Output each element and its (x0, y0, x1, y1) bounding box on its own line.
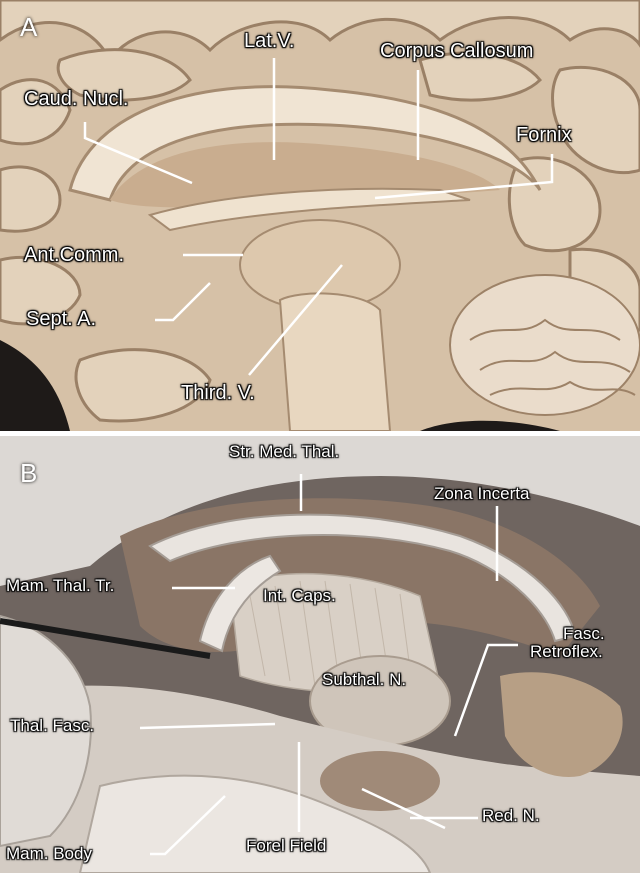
label-red-n: Red. N. (482, 806, 540, 825)
label-mam-body: Mam. Body (6, 844, 92, 863)
label-lat-v: Lat.V. (244, 30, 295, 52)
label-corpus-callosum: Corpus Callosum (380, 40, 534, 62)
panel-b-dissection-photo: B Str. Med. Thal. Zona Incerta Mam. Thal… (0, 436, 640, 873)
label-ant-comm: Ant.Comm. (24, 244, 125, 266)
label-fasc-retroflex-line1: Fasc. (563, 624, 605, 643)
label-int-caps: Int. Caps. (263, 586, 336, 605)
panel-b-letter: B (20, 458, 38, 488)
label-mam-thal-tr: Mam. Thal. Tr. (6, 576, 115, 595)
label-sept-a: Sept. A. (26, 308, 97, 330)
label-third-v: Third. V. (181, 382, 255, 404)
label-str-med-thal: Str. Med. Thal. (229, 442, 340, 461)
label-caud-nucl: Caud. Nucl. (24, 88, 129, 110)
label-zona-incerta: Zona Incerta (434, 484, 530, 503)
panel-a-letter: A (20, 12, 38, 42)
panel-a-illustration (0, 0, 640, 431)
label-fasc-retroflex-line2: Retroflex. (530, 642, 603, 661)
label-fornix: Fornix (516, 124, 572, 146)
label-thal-fasc: Thal. Fasc. (10, 716, 95, 735)
label-subthal-n: Subthal. N. (322, 670, 407, 689)
label-forel-field: Forel Field (246, 836, 327, 855)
panel-b-illustration (0, 436, 640, 873)
panel-a-medial-brain-photo: A Lat.V. Corpus Callosum Caud. Nucl. For… (0, 0, 640, 431)
